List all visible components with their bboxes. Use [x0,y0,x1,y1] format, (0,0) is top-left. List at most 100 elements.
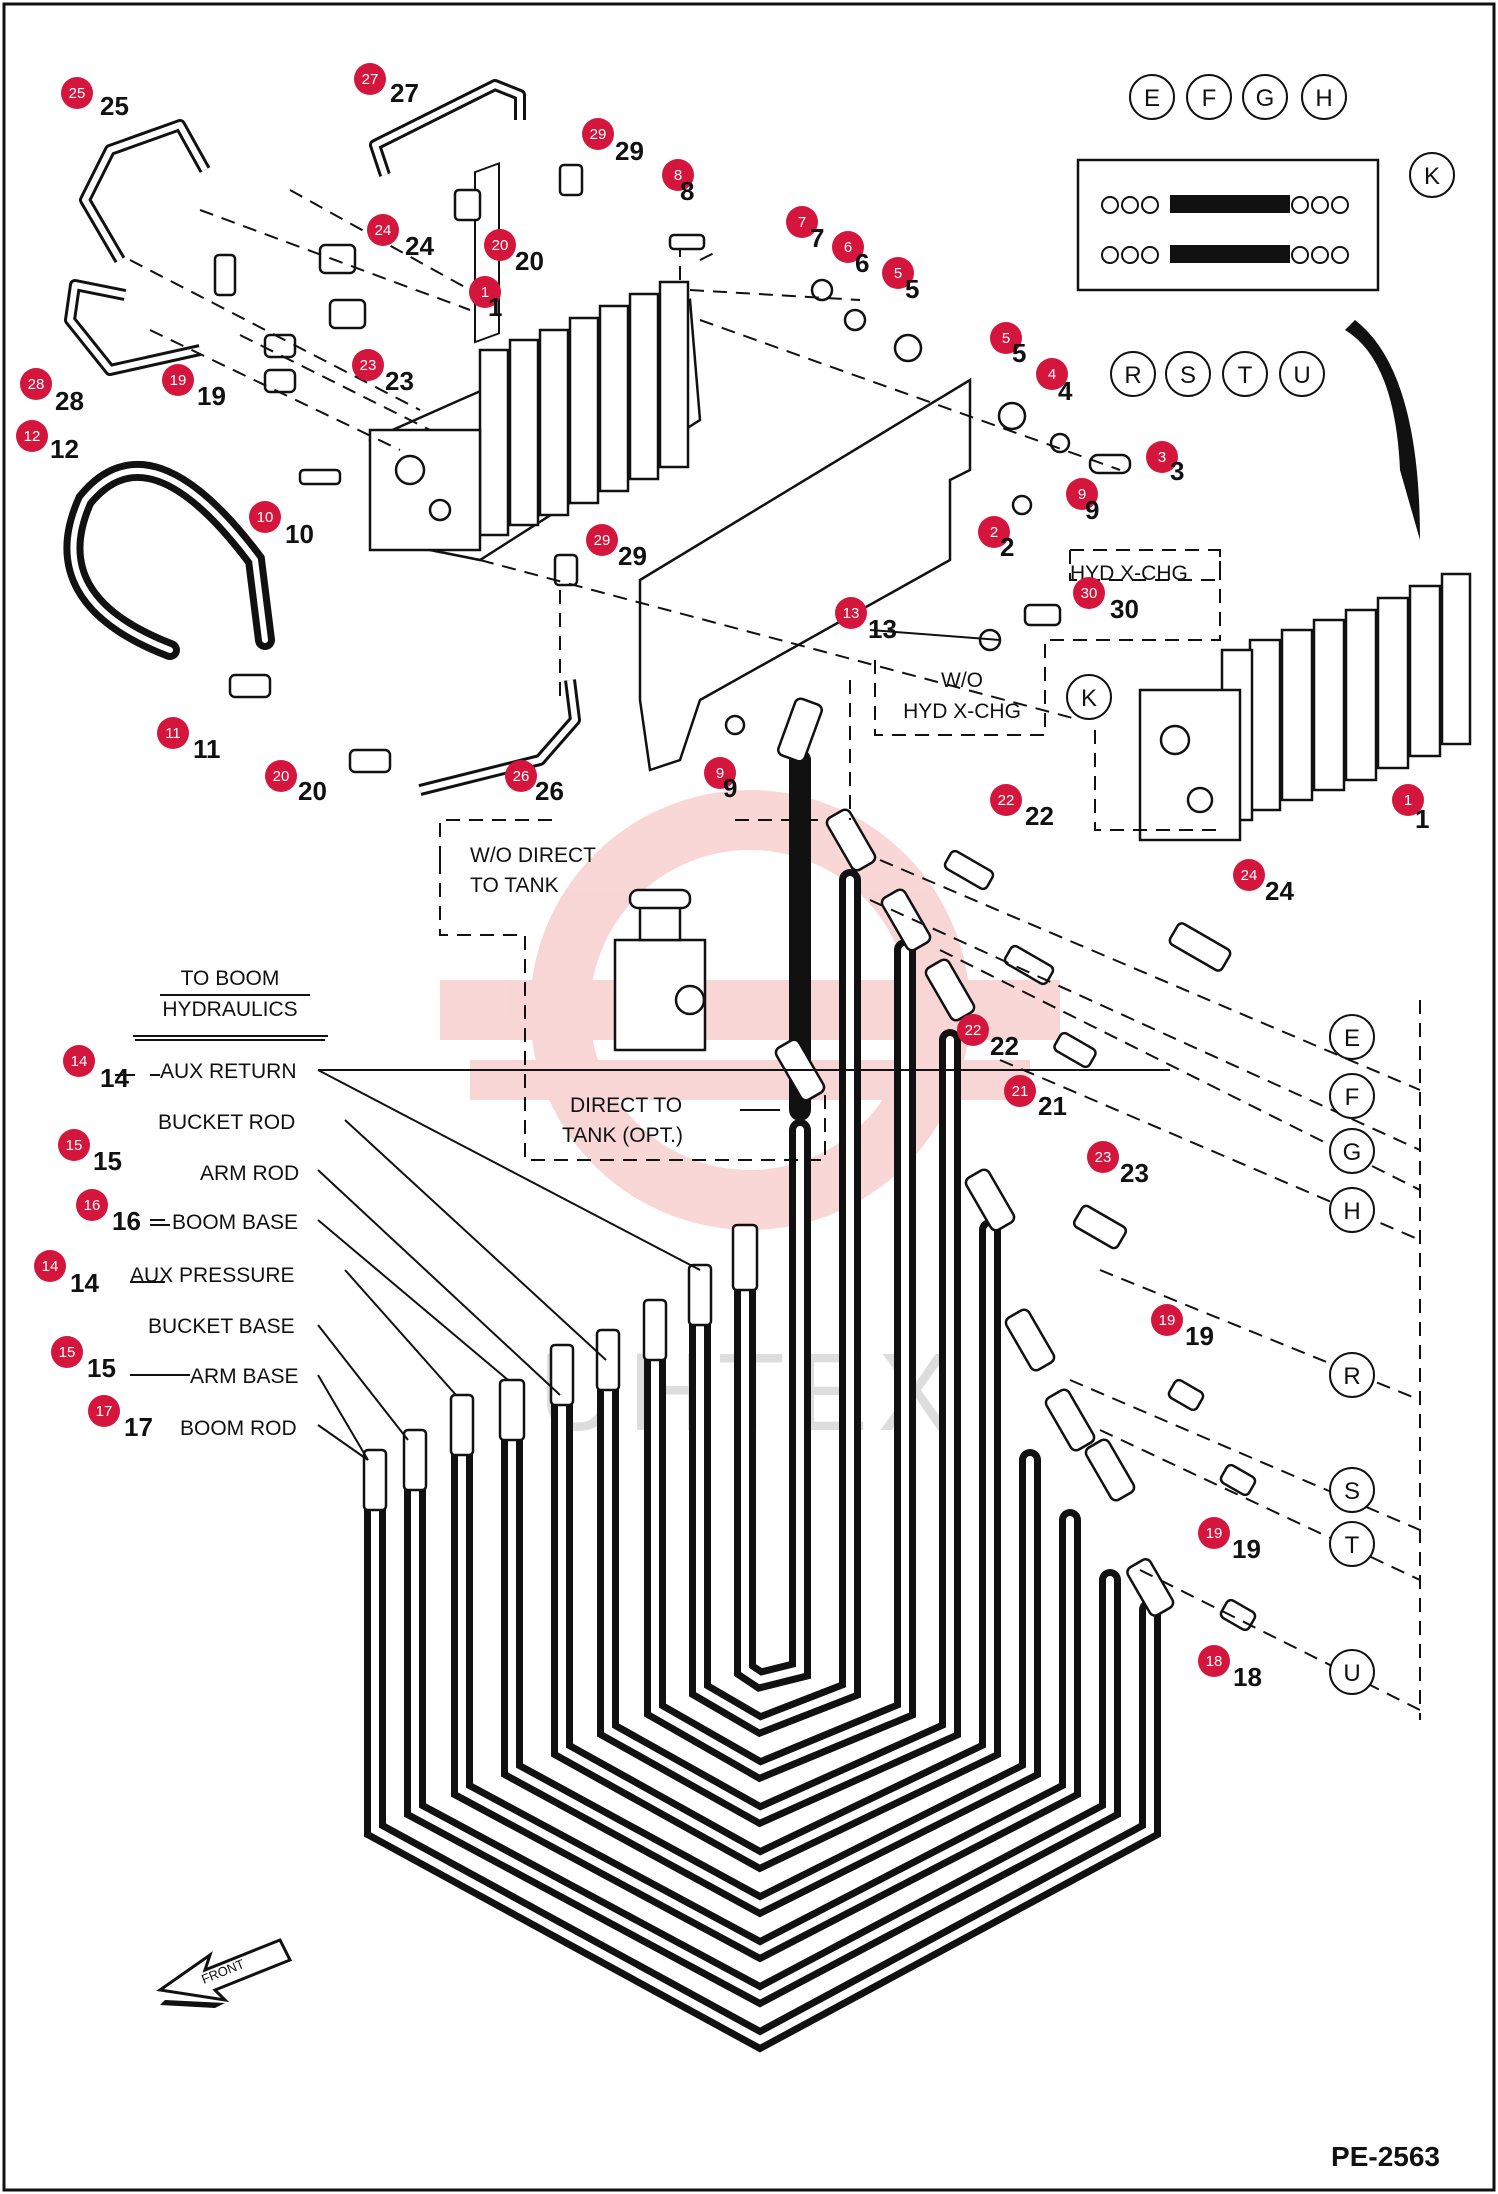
callout-badge-c10 [249,501,281,533]
callout-number-c22b: 22 [990,1031,1019,1061]
callout-badge-c20a [484,229,516,261]
callout-number-c29a: 29 [615,136,644,166]
callout-badge-text-c22b: 22 [965,1022,982,1039]
callout-badge-text-c29b: 29 [594,532,611,549]
callout-badge-text-c24a: 24 [375,222,392,239]
to-boom-label-1: TO BOOM [181,967,280,990]
callout-badge-c25 [61,77,93,109]
hose-12 [63,460,275,660]
callout-number-c28: 28 [55,386,84,416]
callout-badge-text-c25: 25 [69,85,86,102]
callout-badge-text-c23b: 23 [1095,1149,1112,1166]
callout-badge-c9a [1066,478,1098,510]
hose-bundle [364,749,1161,2053]
callout-badge-text-c9a: 9 [1078,486,1086,503]
callout-number-c24b: 24 [1265,876,1294,906]
callout-badge-text-c27: 27 [362,71,379,88]
callout-number-c18: 18 [1233,1662,1262,1692]
wo-direct-label-2: TO TANK [470,874,559,897]
callout-badge-text-c18: 18 [1206,1653,1223,1670]
direct-to-tank-label-1: DIRECT TO [570,1094,682,1117]
port-t: T [1345,1532,1360,1559]
tube-25 [79,119,211,264]
callout-badge-text-c29a: 29 [590,126,607,143]
callout-badge-c29a [582,118,614,150]
callout-badge-c11 [157,717,189,749]
callout-number-c3: 3 [1170,456,1184,486]
callout-number-c26: 26 [535,776,564,806]
callout-number-c4: 4 [1058,376,1073,406]
port-s: S [1344,1478,1360,1505]
to-boom-label-2: HYDRAULICS [162,998,297,1021]
callout-badge-text-c1a: 1 [481,284,489,301]
callout-number-c16: 16 [112,1206,141,1236]
callout-badge-text-c5a: 5 [894,265,902,282]
callout-badge-text-c2: 2 [990,524,998,541]
callout-badge-c13 [835,597,867,629]
callout-number-c7: 7 [810,223,824,253]
callout-badge-c14b [34,1250,66,1282]
callout-badge-text-c14b: 14 [42,1258,59,1275]
callout-badge-text-c1b: 1 [1404,792,1412,809]
callout-number-c14b: 14 [70,1268,99,1298]
callout-badge-c27 [354,63,386,95]
control-valve-side-view [1138,572,1472,842]
callout-badge-text-c22a: 22 [998,792,1015,809]
direct-to-tank-label-2: TANK (OPT.) [562,1124,683,1147]
aux-pressure-label: AUX PRESSURE [130,1264,295,1287]
callout-badge-c15b [51,1336,83,1368]
callout-number-c19c: 19 [1232,1534,1261,1564]
port-h-top: H [1315,85,1332,112]
port-e: E [1344,1025,1360,1052]
callout-badge-c20b [265,760,297,792]
aux-return-label: AUX RETURN [160,1060,297,1083]
callout-badge-c16 [76,1189,108,1221]
callout-number-c9a: 9 [1085,495,1099,525]
callout-badge-c1b [1392,784,1424,816]
port-u: U [1343,1660,1360,1687]
callout-badge-text-c26: 26 [513,768,530,785]
port-h: H [1343,1198,1360,1225]
port-k-mid: K [1081,685,1097,712]
callout-number-c1a: 1 [488,292,502,322]
callout-badge-c15a [58,1129,90,1161]
callout-badge-text-c15b: 15 [59,1344,76,1361]
callout-number-c17: 17 [124,1412,153,1442]
boom-rod-label: BOOM ROD [180,1417,297,1440]
wo-hyd-xchg-label: HYD X-CHG [903,700,1021,723]
callout-badge-c29b [586,524,618,556]
port-g-top: G [1256,85,1275,112]
callout-badge-text-c17: 17 [96,1403,113,1420]
callout-number-c22a: 22 [1025,801,1054,831]
callout-badge-c5a [882,257,914,289]
callout-badge-text-c15a: 15 [66,1137,83,1154]
callout-badge-c24a [367,214,399,246]
callout-number-c6: 6 [855,248,869,278]
option-box-hyd-xchg [874,550,1221,736]
callout-badge-text-c3: 3 [1158,449,1166,466]
callout-badge-text-c20b: 20 [273,768,290,785]
port-f-top: F [1202,85,1217,112]
callout-badge-c17 [88,1395,120,1427]
callout-badge-c18 [1198,1645,1230,1677]
mounting-bracket [638,377,972,772]
callout-badge-text-c12: 12 [24,428,41,445]
callout-badge-text-c23a: 23 [360,357,377,374]
text-labels: HYD X-CHG W/O HYD X-CHG W/O DIRECT TO TA… [130,562,1188,1440]
callout-badge-c23b [1087,1141,1119,1173]
front-arrow [156,1938,293,2008]
port-t-top: T [1238,362,1253,389]
port-letters: E F G H K R S T U K E F G H R S T U [1081,85,1440,1687]
callout-badge-c12 [16,420,48,452]
port-k-top: K [1424,163,1440,190]
callout-number-c15a: 15 [93,1146,122,1176]
control-valve-main [368,162,702,562]
callout-badge-c1a [469,276,501,308]
tube-25-inner [82,122,208,262]
arm-base-label: ARM BASE [190,1365,299,1388]
callout-number-c1b: 1 [1415,804,1429,834]
callout-number-c29b: 29 [618,541,647,571]
callout-number-c19a: 19 [197,381,226,411]
direct-to-tank-valve [613,888,707,1052]
